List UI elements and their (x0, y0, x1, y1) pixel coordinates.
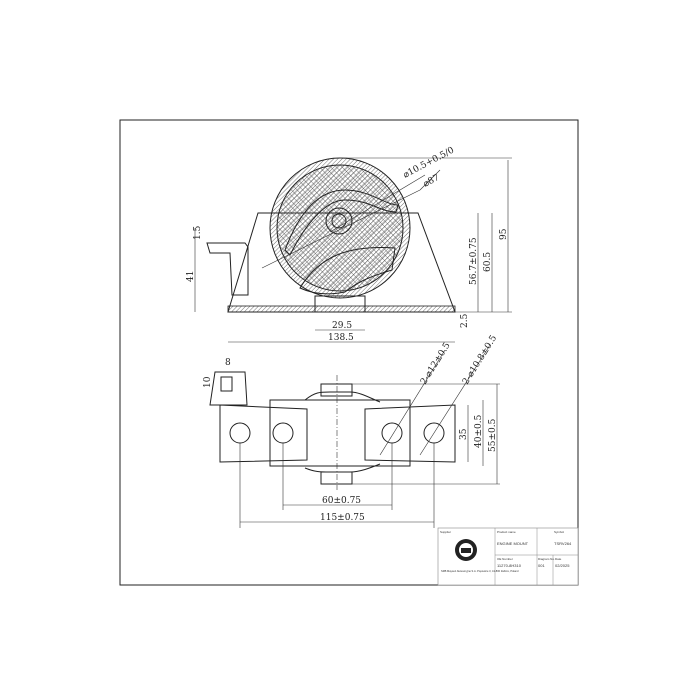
dim-flange-thickness: 1.5 (193, 225, 203, 240)
date-label: Date (555, 557, 562, 561)
bushing-top (320, 383, 353, 397)
left-bracket (219, 404, 308, 463)
dim-small-holes: 2-⌀12±0.5 (419, 341, 453, 387)
dim-large-holes: 2-⌀10.8±0.5 (461, 334, 499, 387)
oe-number: 11270-8H310 (497, 563, 522, 568)
dim-tab-height: 10 (203, 376, 213, 388)
dim-hole-pitch-outer: 115±0.75 (320, 513, 365, 523)
diagram-no-label: Diagram No. (538, 557, 555, 561)
bore-hole (331, 213, 347, 229)
hole-1 (229, 422, 251, 444)
company-text: SRB Mayseri Akcesoryjne S.A. Popowice 3,… (441, 569, 519, 573)
base-plate (227, 305, 456, 313)
title-block: Supplier SRB Mayseri Akcesoryjne S.A. Po… (437, 527, 579, 586)
bushing-bottom (320, 471, 353, 485)
date: 02/2025 (555, 563, 570, 568)
top-view: ⌀10.5+0.5/0 ⌀87 1.5 41 29.5 138.5 2.5 56… (186, 145, 512, 343)
symbol: TSRV264 (554, 541, 572, 546)
supplier-label: Supplier (440, 530, 451, 534)
dim-bore-dia: ⌀10.5+0.5/0 (402, 145, 456, 180)
dim-center-height: 56.7±0.75 (469, 237, 479, 285)
symbol-label: Symbol (554, 530, 564, 534)
bore-outer (325, 207, 353, 235)
product-name-label: Product name (497, 530, 516, 534)
dim-bracket-depth: 35 (459, 428, 469, 440)
drawing-frame (119, 119, 579, 586)
bottom-view: 8 10 2-⌀12±0.5 2-⌀10.8±0.5 60±0.75 115±0… (203, 334, 500, 528)
dim-overall-depth: 55±0.5 (488, 418, 498, 452)
dim-hole-pitch-inner: 60±0.75 (322, 496, 361, 506)
dim-bracket-height: 41 (186, 271, 196, 282)
dim-body-depth: 40±0.5 (474, 414, 484, 448)
hole-2 (272, 422, 294, 444)
oe-number-label: OE Number (497, 557, 513, 561)
dim-plate-thickness: 2.5 (460, 313, 470, 328)
dim-boss-width: 29.5 (332, 321, 352, 331)
dim-tab-width: 8 (225, 358, 231, 368)
side-flange (206, 242, 249, 296)
center-body (269, 399, 411, 467)
diagram-no: 001 (538, 563, 545, 568)
right-bracket (364, 404, 456, 463)
void-upper (284, 189, 399, 256)
hole-3 (381, 422, 403, 444)
void-lower (299, 247, 396, 295)
dim-overall-width: 138.5 (328, 333, 354, 343)
product-name: ENGINE MOUNT (497, 541, 529, 546)
tab (209, 371, 248, 406)
dim-shoulder-height: 60.5 (483, 252, 493, 272)
tab-slot (220, 376, 233, 392)
dim-overall-height: 95 (499, 228, 509, 240)
